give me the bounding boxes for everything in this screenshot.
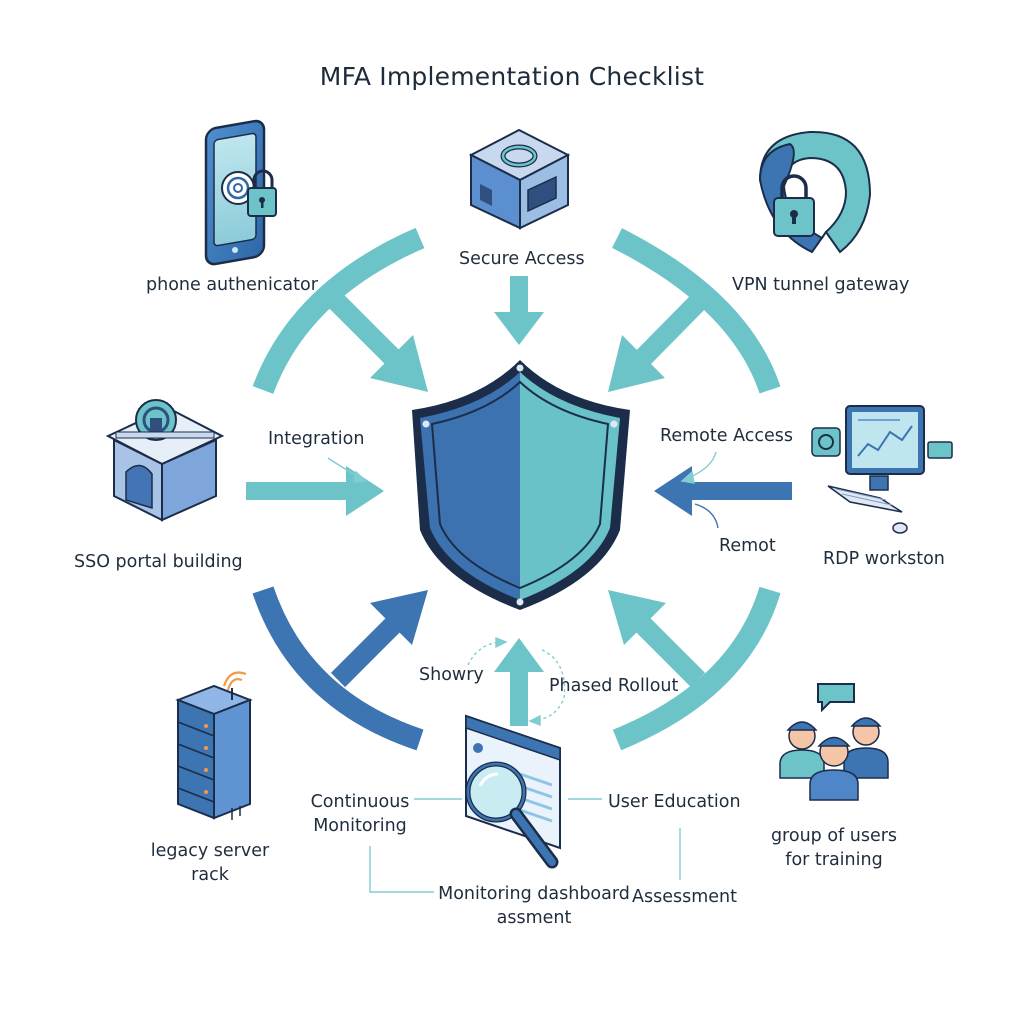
monitoring-dashboard-icon [465,714,561,869]
connector-lines [327,451,719,893]
arrow-top [494,276,544,345]
label-continuous-monitoring: Continuous Monitoring [310,792,410,836]
label-legacy-server-rack: legacy server rack [150,841,270,885]
phone-lock-icon [204,119,277,266]
ring-arcs [252,227,781,751]
label-monitoring-dashboard: Monitoring dashboard assment [438,884,630,928]
secure-access-box-icon [468,128,571,230]
arc-bottom-left [252,586,424,751]
label-rdp-workstation: RDP workston [823,549,945,569]
arrow-bottom [494,638,544,726]
label-phased-rollout: Phased Rollout [549,676,679,696]
connector-phased [535,649,566,721]
connector-showry [467,641,501,666]
arrow-lower-right [608,590,706,688]
label-showry: Showry [419,665,484,685]
label-assessment: Assessment [632,887,737,907]
label-sso-portal: SSO portal building [74,552,243,572]
label-remot: Remot [719,536,776,556]
arc-top-left [252,227,425,394]
arrow-right [654,466,792,516]
label-phone-authenticator: phone authenicator [146,275,318,295]
connector-remot [694,503,719,529]
connector-assessment-left [369,846,434,893]
label-remote-access: Remote Access [660,426,793,446]
arc-bottom-right [612,586,781,751]
label-user-education: User Education [608,792,741,812]
label-secure-access: Secure Access [459,249,585,269]
arc-top-right [612,228,781,394]
user-group-icon [779,683,889,801]
arrow-upper-left [327,292,428,392]
legacy-server-rack-icon [175,671,253,820]
arrow-left [246,466,384,516]
diagram-title: MFA Implementation Checklist [319,62,705,91]
arrow-upper-right [608,292,708,392]
shield-icon [412,360,630,610]
sso-portal-building-icon [105,399,225,522]
label-integration: Integration [268,429,365,449]
label-user-group: group of users for training [770,826,898,870]
rdp-workstation-icon [811,405,953,534]
vpn-tunnel-lock-icon [758,130,872,254]
label-vpn-gateway: VPN tunnel gateway [732,275,910,295]
arrow-lower-left [330,590,428,688]
